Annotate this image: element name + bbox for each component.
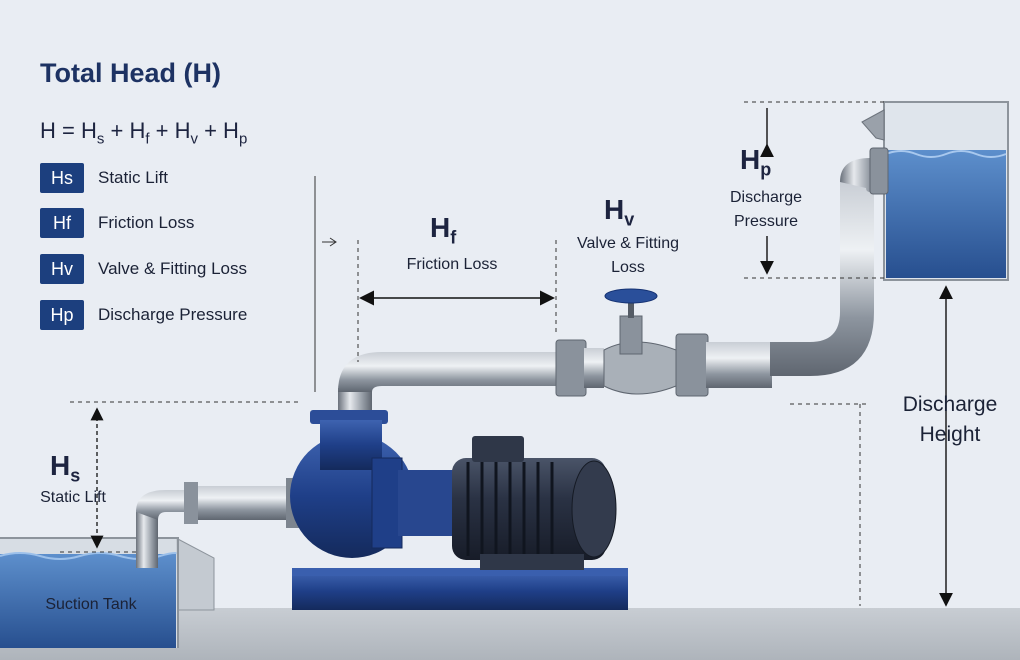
legend-item-discharge-pressure: Hp Discharge Pressure <box>40 300 247 330</box>
discharge-tank <box>861 101 1009 281</box>
formula-lhs: H = <box>40 118 81 143</box>
gate-valve <box>603 288 677 395</box>
discharge-height-label: Discharge Height <box>902 393 998 446</box>
pump-casing <box>290 410 454 558</box>
formula-term-hv: Hv <box>174 118 198 148</box>
legend-item-valve-fitting-loss: Hv Valve & Fitting Loss <box>40 254 247 284</box>
hf-symbol: Hf <box>430 212 457 248</box>
formula-term-hf: Hf <box>129 118 150 148</box>
hv-label: Valve & Fitting Loss <box>577 235 679 276</box>
formula-term-hp: Hp <box>223 118 248 148</box>
suction-tank-label: Suction Tank <box>45 596 137 613</box>
legend-badge: Hv <box>40 254 84 284</box>
legend-label: Static Lift <box>98 168 168 187</box>
formula-operator: + <box>149 118 175 143</box>
diagram-title: Total Head (H) <box>40 58 221 88</box>
formula-operator: + <box>104 118 130 143</box>
legend-badge: Hf <box>40 208 84 238</box>
legend-item-static-lift: Hs Static Lift <box>40 163 168 193</box>
discharge-pipe <box>338 147 889 428</box>
legend-label: Discharge Pressure <box>98 305 248 324</box>
formula-operator: + <box>197 118 224 143</box>
hv-symbol: Hv <box>604 194 635 230</box>
legend-badge: Hp <box>40 300 84 330</box>
hs-symbol: Hs <box>50 450 81 486</box>
electric-motor <box>452 436 617 570</box>
legend-label: Friction Loss <box>98 213 195 232</box>
hs-label: Static Lift <box>40 489 106 506</box>
formula-term-hs: Hs <box>80 118 105 148</box>
suction-tank <box>0 537 215 648</box>
legend-label: Valve & Fitting Loss <box>98 259 247 278</box>
hf-label: Friction Loss <box>406 256 498 273</box>
legend-badge: Hs <box>40 163 84 193</box>
dimension-lines <box>60 101 953 607</box>
hp-label: Discharge Pressure <box>729 189 803 230</box>
total-head-formula: H = Hs + Hf + Hv + Hp <box>40 118 247 147</box>
pump-base <box>292 568 628 610</box>
legend-item-friction-loss: Hf Friction Loss <box>40 208 194 238</box>
hp-symbol: Hp <box>740 144 772 180</box>
